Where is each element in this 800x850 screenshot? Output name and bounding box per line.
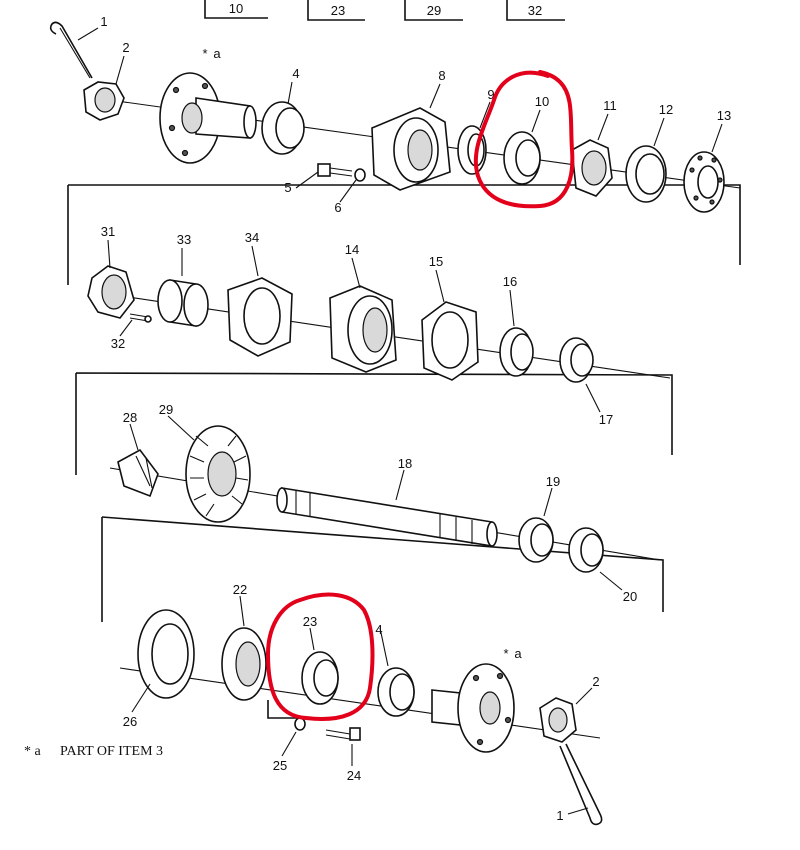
callout-5[interactable]: 5: [284, 180, 291, 195]
panel-frames: [67, 184, 741, 622]
callout-10[interactable]: 10: [535, 94, 549, 109]
callout-3-lower-star[interactable]: *: [503, 646, 508, 661]
callout-8[interactable]: 8: [438, 68, 445, 83]
callout-31[interactable]: 31: [101, 224, 115, 239]
header-box-label: 23: [331, 3, 345, 18]
castle-nut-2-lower[interactable]: [539, 697, 577, 743]
header-box-label: 10: [229, 1, 243, 16]
callout-4[interactable]: 4: [292, 66, 299, 81]
callout-13[interactable]: 13: [717, 108, 731, 123]
callout-19[interactable]: 19: [546, 474, 560, 489]
callout-23[interactable]: 23: [303, 614, 317, 629]
callout-29[interactable]: 29: [159, 402, 173, 417]
bearing-cup-17[interactable]: [559, 337, 594, 383]
header-box-label: 32: [528, 3, 542, 18]
callout-4-lower[interactable]: 4: [375, 622, 382, 637]
header-box-10[interactable]: 10: [204, 0, 268, 19]
callout-18[interactable]: 18: [398, 456, 412, 471]
highlight-item-23: [266, 592, 375, 721]
bolt-5[interactable]: [317, 163, 353, 177]
gasket-26[interactable]: [137, 609, 195, 699]
bearing-cone-19[interactable]: [518, 517, 554, 563]
callout-11[interactable]: 11: [603, 98, 617, 113]
header-box-29[interactable]: 29: [404, 0, 463, 21]
callout-24[interactable]: 24: [347, 768, 361, 783]
highlight-item-10: [473, 70, 575, 209]
callout-1[interactable]: 1: [100, 14, 107, 29]
flange-3a[interactable]: [159, 72, 257, 164]
callout-28[interactable]: 28: [123, 410, 137, 425]
callout-20[interactable]: 20: [623, 589, 637, 604]
bearing-4-lower[interactable]: [377, 667, 415, 717]
pinion-28[interactable]: [117, 448, 159, 498]
callout-2-lower[interactable]: 2: [592, 674, 599, 689]
header-box-group: 10 23 29 32: [204, 0, 565, 21]
washer-25[interactable]: [294, 717, 306, 731]
callout-17[interactable]: 17: [599, 412, 613, 427]
header-box-label: 29: [427, 3, 441, 18]
shaft-18[interactable]: [276, 487, 498, 547]
bearing-cone-33[interactable]: [157, 279, 209, 327]
callout-25[interactable]: 25: [273, 758, 287, 773]
cage-14[interactable]: [329, 285, 397, 373]
callout-16[interactable]: 16: [503, 274, 517, 289]
callout-labels: 1 2 * a 4 5 6 8 9 10 11 12 13 31 33 34 1…: [100, 14, 731, 823]
bearing-cage-8[interactable]: [371, 107, 451, 191]
bearing-cup-23[interactable]: [301, 651, 339, 705]
callout-26[interactable]: 26: [123, 714, 137, 729]
footnote-text: PART OF ITEM 3: [60, 744, 163, 759]
cotter-pin-1[interactable]: [49, 21, 93, 79]
row-4-assembly: [119, 609, 603, 826]
header-box-23[interactable]: 23: [307, 0, 365, 21]
callout-34[interactable]: 34: [245, 230, 259, 245]
bearing-4[interactable]: [261, 101, 305, 155]
callout-2[interactable]: 2: [122, 40, 129, 55]
callout-9[interactable]: 9: [487, 87, 494, 102]
highlight-annotations: [266, 70, 575, 721]
callout-14[interactable]: 14: [345, 242, 359, 257]
gasket-15[interactable]: [421, 301, 479, 381]
leader-lines: [77, 27, 723, 815]
washer-6[interactable]: [354, 168, 366, 182]
callout-3-lower-sub[interactable]: a: [514, 646, 522, 661]
nut-11[interactable]: [571, 139, 613, 197]
bearing-cup-16[interactable]: [499, 327, 534, 377]
flange-3a-lower[interactable]: [431, 663, 515, 753]
pin-32[interactable]: [129, 313, 152, 323]
row-2-assembly: [87, 265, 671, 383]
callout-1-lower[interactable]: 1: [556, 808, 563, 823]
callout-15[interactable]: 15: [429, 254, 443, 269]
callout-33[interactable]: 33: [177, 232, 191, 247]
callout-6[interactable]: 6: [334, 200, 341, 215]
nut-31[interactable]: [87, 265, 135, 319]
lockwasher-13[interactable]: [683, 151, 725, 213]
row-3-assembly: [109, 425, 661, 573]
bearing-cup-10[interactable]: [503, 131, 541, 185]
callout-12[interactable]: 12: [659, 102, 673, 117]
cage-22[interactable]: [221, 627, 267, 701]
shim-34[interactable]: [227, 277, 293, 357]
bevel-gear-29[interactable]: [185, 425, 251, 523]
footnote: * a PART OF ITEM 3: [24, 744, 163, 759]
bolt-24[interactable]: [325, 727, 361, 741]
callout-3-sub[interactable]: a: [213, 46, 221, 61]
cotter-pin-1-lower[interactable]: [559, 743, 603, 826]
row-1-assembly: [49, 21, 741, 213]
ring-12[interactable]: [625, 145, 667, 203]
castle-nut-2[interactable]: [83, 81, 125, 121]
callout-22[interactable]: 22: [233, 582, 247, 597]
callout-3-star[interactable]: *: [202, 46, 207, 61]
callout-32[interactable]: 32: [111, 336, 125, 351]
footnote-marker: * a: [24, 744, 42, 759]
header-box-32[interactable]: 32: [506, 0, 565, 21]
bearing-cup-20[interactable]: [568, 527, 604, 573]
